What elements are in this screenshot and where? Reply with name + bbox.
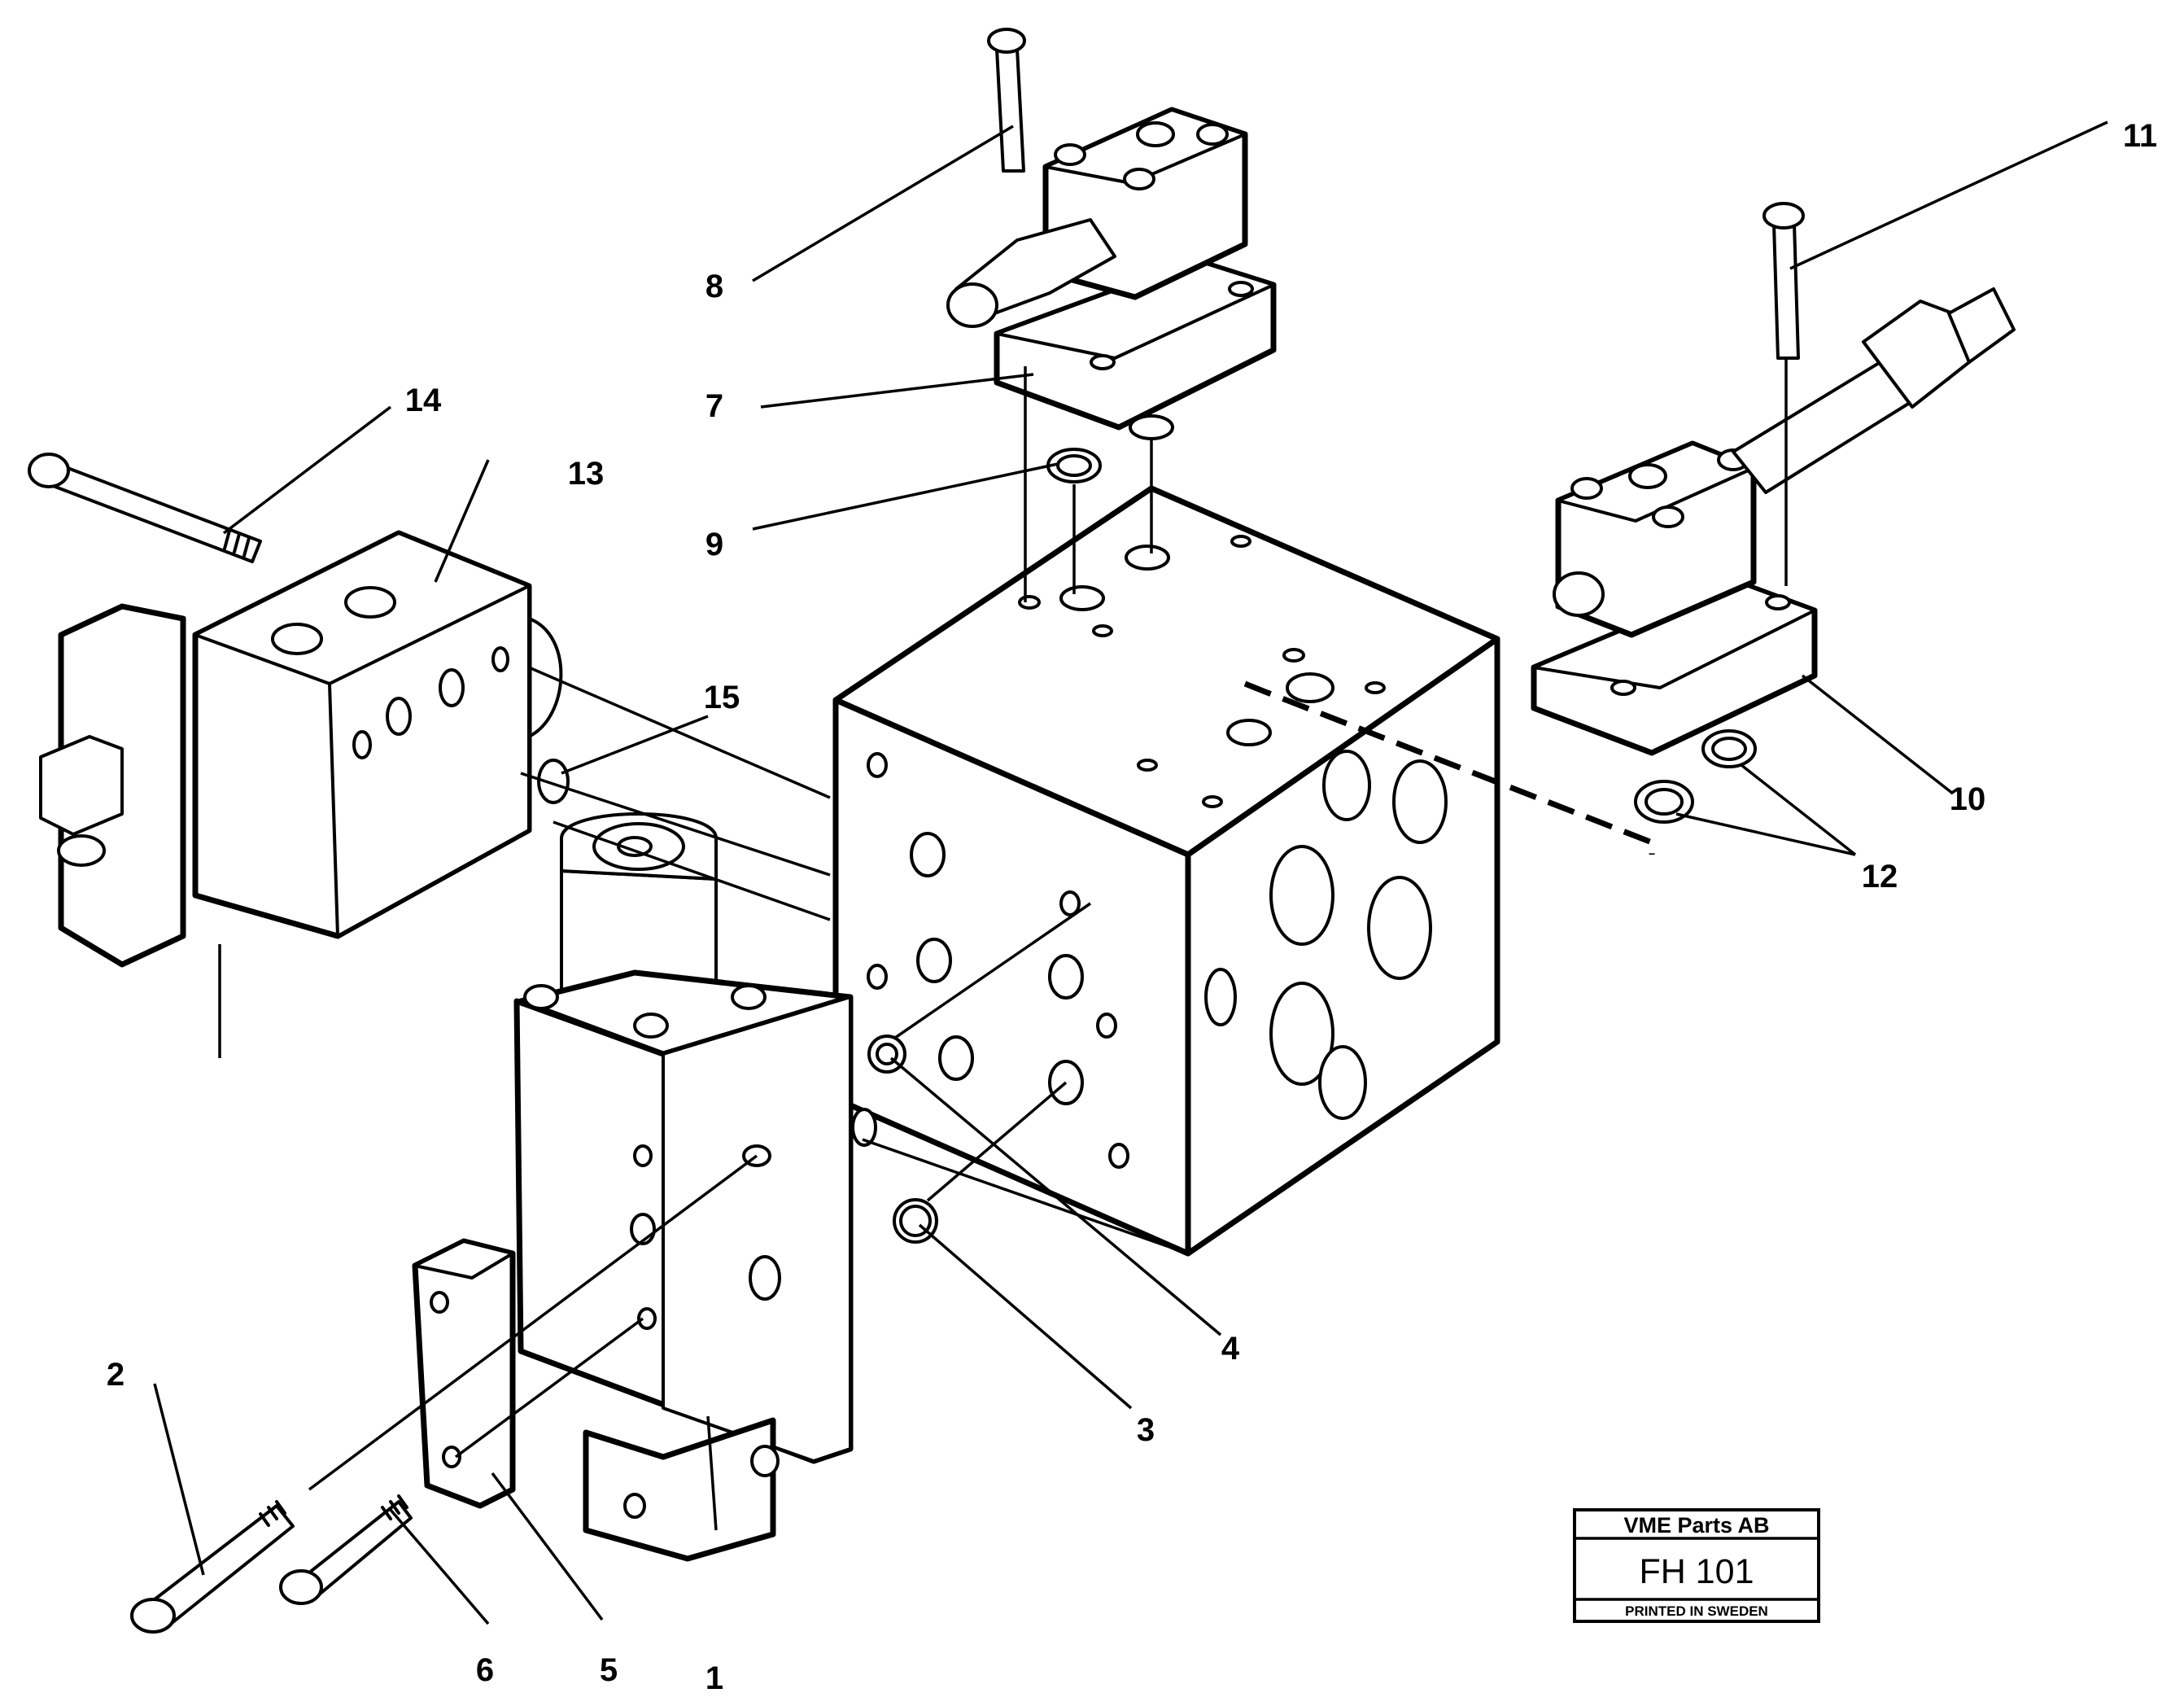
callout-labels: 1 2 3 4 5 6 7 8 9 10 11 12 13 14 15 (107, 118, 2157, 1696)
cap-screw-14 (28, 453, 262, 563)
pressure-relief-valve-7 (946, 107, 1277, 431)
callout-7: 7 (705, 388, 723, 424)
callout-1: 1 (705, 1660, 723, 1696)
solenoid-valve-13 (39, 530, 563, 968)
callout-2: 2 (107, 1357, 124, 1393)
callout-3: 3 (1137, 1412, 1155, 1448)
title-block: VME Parts AB FH 101 PRINTED IN SWEDEN (1573, 1508, 1820, 1623)
callout-5: 5 (600, 1652, 618, 1688)
title-block-company: VME Parts AB (1623, 1513, 1769, 1538)
callout-9: 9 (705, 527, 723, 562)
valve-block (832, 485, 1500, 1257)
o-ring-12 (1634, 729, 1757, 824)
callout-13: 13 (568, 456, 605, 492)
callout-14: 14 (405, 383, 442, 418)
title-block-note: PRINTED IN SWEDEN (1625, 1603, 1768, 1619)
o-ring-9 (1046, 414, 1174, 483)
o-ring-15 (537, 759, 570, 804)
callout-12: 12 (1862, 859, 1898, 895)
pressure-relief-valve-10 (1531, 287, 2016, 756)
assembly-lines (218, 358, 1788, 1491)
title-block-code: FH 101 (1639, 1552, 1754, 1591)
screw-11 (1762, 202, 1805, 360)
callout-11: 11 (2123, 118, 2157, 154)
callout-4: 4 (1221, 1331, 1240, 1367)
solenoid-valve (513, 812, 854, 1562)
callout-6: 6 (476, 1652, 494, 1688)
cap-screw-6 (279, 1494, 413, 1605)
callout-leaders (153, 120, 2108, 1625)
cap-screw-2 (130, 1500, 295, 1634)
screw-8 (987, 28, 1026, 173)
callout-10: 10 (1950, 781, 1986, 817)
callout-15: 15 (704, 680, 740, 715)
callout-8: 8 (705, 269, 723, 304)
o-ring-4b (851, 1108, 877, 1147)
